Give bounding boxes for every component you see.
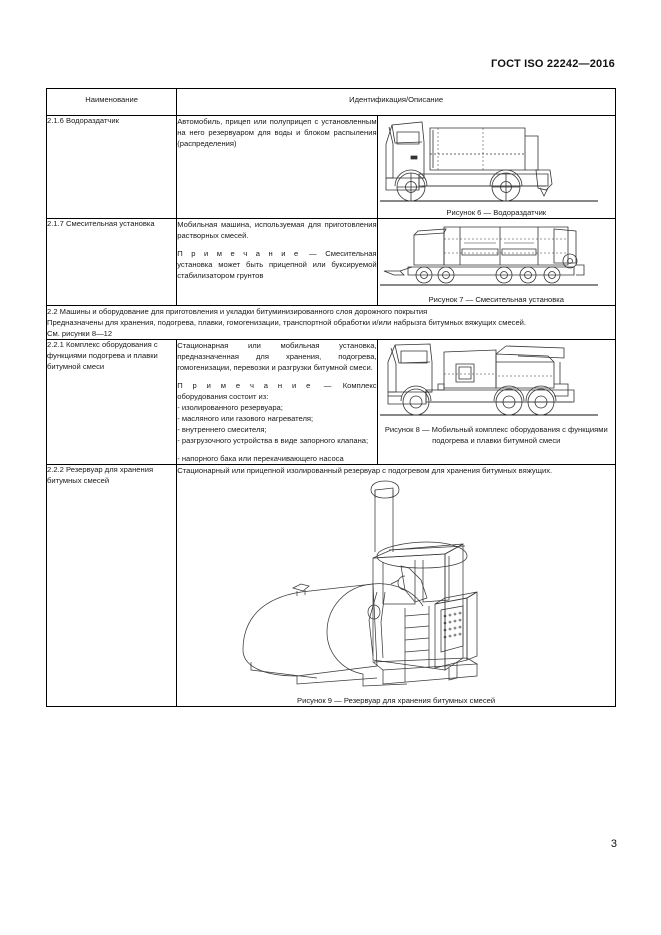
- description-text: Стационарный или прицепной изолированный…: [177, 466, 553, 475]
- note-label: П р и м е ч а н и е: [177, 249, 301, 258]
- note-list-item: - изолированного резервуара;: [177, 403, 283, 412]
- section-heading: 2.2 Машины и оборудование для приготовле…: [47, 307, 428, 316]
- description-note: П р и м е ч а н и е — Смесительная устан…: [177, 248, 376, 281]
- section-body: Предназначены для хранения, подогрева, п…: [47, 318, 527, 327]
- standard-header: ГОСТ ISO 22242—2016: [491, 58, 615, 70]
- note-label: П р и м е ч а н и е: [177, 381, 313, 390]
- note-list-item: - напорного бака или перекачивающего нас…: [177, 454, 344, 463]
- note-list-item: - разгрузочного устройства в виде запорн…: [177, 436, 369, 445]
- section-band-22: 2.2 Машины и оборудование для приготовле…: [46, 305, 616, 340]
- term-description-222: Стационарный или прицепной изолированный…: [176, 464, 616, 707]
- note-dash: —: [323, 381, 332, 390]
- terms-table: Наименование Идентификация/Описание 2.1.…: [45, 88, 617, 707]
- column-header-name: Наименование: [45, 88, 178, 116]
- table-row: 2.1.6 Водораздатчик Автомобиль, прицеп и…: [45, 115, 617, 219]
- note-text: Комплекс оборудования состоит из:: [177, 381, 377, 401]
- note-text: Смесительная установка может быть прицеп…: [177, 249, 377, 280]
- term-name-221: 2.2.1 Комплекс оборудования с функциями …: [45, 339, 178, 465]
- figure-cell-7: Рисунок 7 — Смесительная установка: [376, 218, 617, 306]
- figure-caption-8: Рисунок 8 — Мобильный комплекс оборудова…: [384, 425, 608, 445]
- table-row: 2.1.7 Смесительная установка Мобильная м…: [45, 218, 617, 306]
- figure-caption-6: Рисунок 6 — Водораздатчик: [446, 208, 547, 217]
- figure-cell-8: Рисунок 8 — Мобильный комплекс оборудова…: [376, 339, 617, 465]
- figure-cell-6: Рисунок 6 — Водораздатчик: [376, 115, 617, 219]
- figure-caption-9: Рисунок 9 — Резервуар для хранения битум…: [297, 696, 496, 705]
- mobile-bitumen-heating-melting-truck-icon: [378, 340, 615, 420]
- note-list-item: - внутреннего смесителя;: [177, 425, 267, 434]
- table-row: 2.2.1 Комплекс оборудования с функциями …: [45, 339, 617, 465]
- section-band-row: 2.2 Машины и оборудование для приготовле…: [46, 305, 616, 340]
- term-description-216: Автомобиль, прицеп или полуприцеп с уста…: [176, 115, 378, 219]
- description-text: Автомобиль, прицеп или полуприцеп с уста…: [177, 117, 377, 148]
- note-dash-spacer: [300, 249, 309, 258]
- term-name-216: 2.1.6 Водораздатчик: [45, 115, 178, 219]
- note-list-item: - масляного или газового нагревателя;: [177, 414, 314, 423]
- horizontal-bitumen-storage-tank-icon: [177, 480, 615, 692]
- section-see-figures: См. рисунки 8—12: [47, 329, 113, 338]
- term-name-217: 2.1.7 Смесительная установка: [45, 218, 178, 306]
- term-description-221: Стационарная или мобильная установка, пр…: [176, 339, 378, 465]
- page-number: 3: [610, 838, 617, 850]
- figure-caption-7: Рисунок 7 — Смесительная установка: [428, 295, 564, 304]
- term-description-217: Мобильная машина, используемая для приго…: [176, 218, 378, 306]
- column-header-identification: Идентификация/Описание: [176, 88, 616, 116]
- note-dash: —: [309, 249, 317, 258]
- description-text: Мобильная машина, используемая для приго…: [177, 220, 377, 240]
- term-name-222: 2.2.2 Резервуар для хранения битумных см…: [45, 464, 178, 707]
- description-text: Стационарная или мобильная установка, пр…: [177, 341, 377, 372]
- trailer-mixing-plant-icon: [378, 219, 615, 291]
- truck-with-water-tank-icon: [378, 116, 615, 204]
- table-row: 2.2.2 Резервуар для хранения битумных см…: [45, 464, 616, 707]
- description-note: П р и м е ч а н и е — Комплекс оборудова…: [177, 380, 376, 402]
- table-header-row: Наименование Идентификация/Описание: [45, 88, 616, 116]
